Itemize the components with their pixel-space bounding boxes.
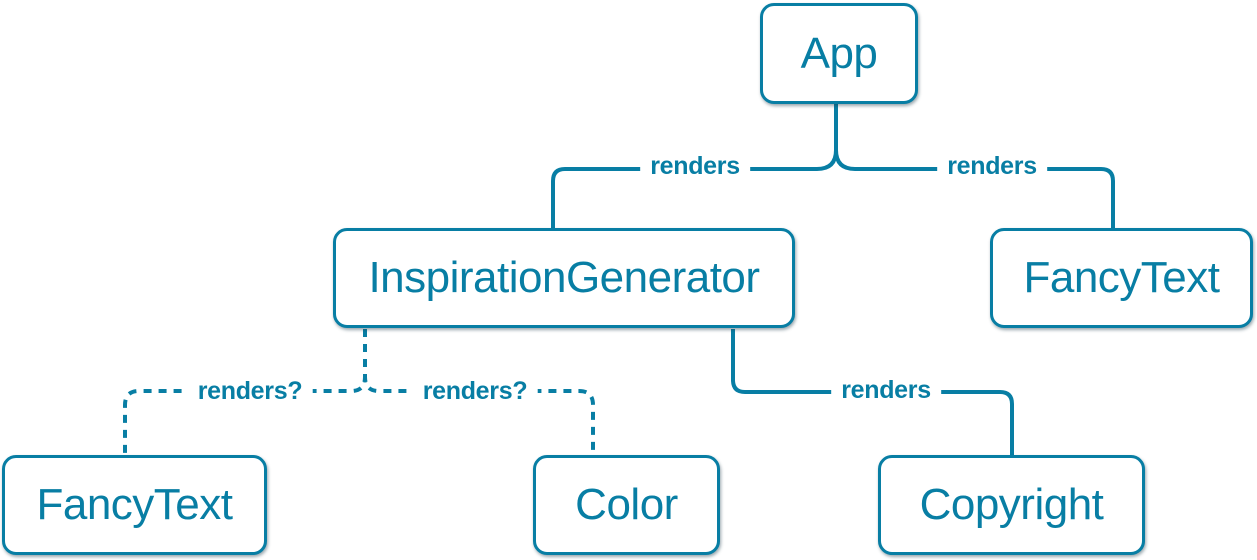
edge-label-renders-maybe: renders? (187, 376, 313, 406)
node-app: App (760, 3, 918, 104)
node-fancy-text-bottom: FancyText (2, 455, 267, 555)
node-color: Color (533, 455, 720, 555)
node-fancy-text-top: FancyText (990, 228, 1253, 328)
node-copyright: Copyright (878, 455, 1145, 555)
node-inspiration-generator: InspirationGenerator (333, 228, 795, 328)
node-label: InspirationGenerator (368, 253, 760, 302)
node-label: App (800, 28, 878, 78)
edge-label-renders: renders (831, 375, 941, 405)
edge-label-renders: renders (640, 151, 750, 181)
node-label: Color (575, 480, 678, 529)
edge-label-renders-maybe: renders? (412, 376, 538, 406)
node-label: FancyText (36, 480, 233, 529)
node-label: FancyText (1023, 253, 1220, 302)
node-label: Copyright (919, 480, 1104, 529)
edge-label-renders: renders (937, 151, 1047, 181)
